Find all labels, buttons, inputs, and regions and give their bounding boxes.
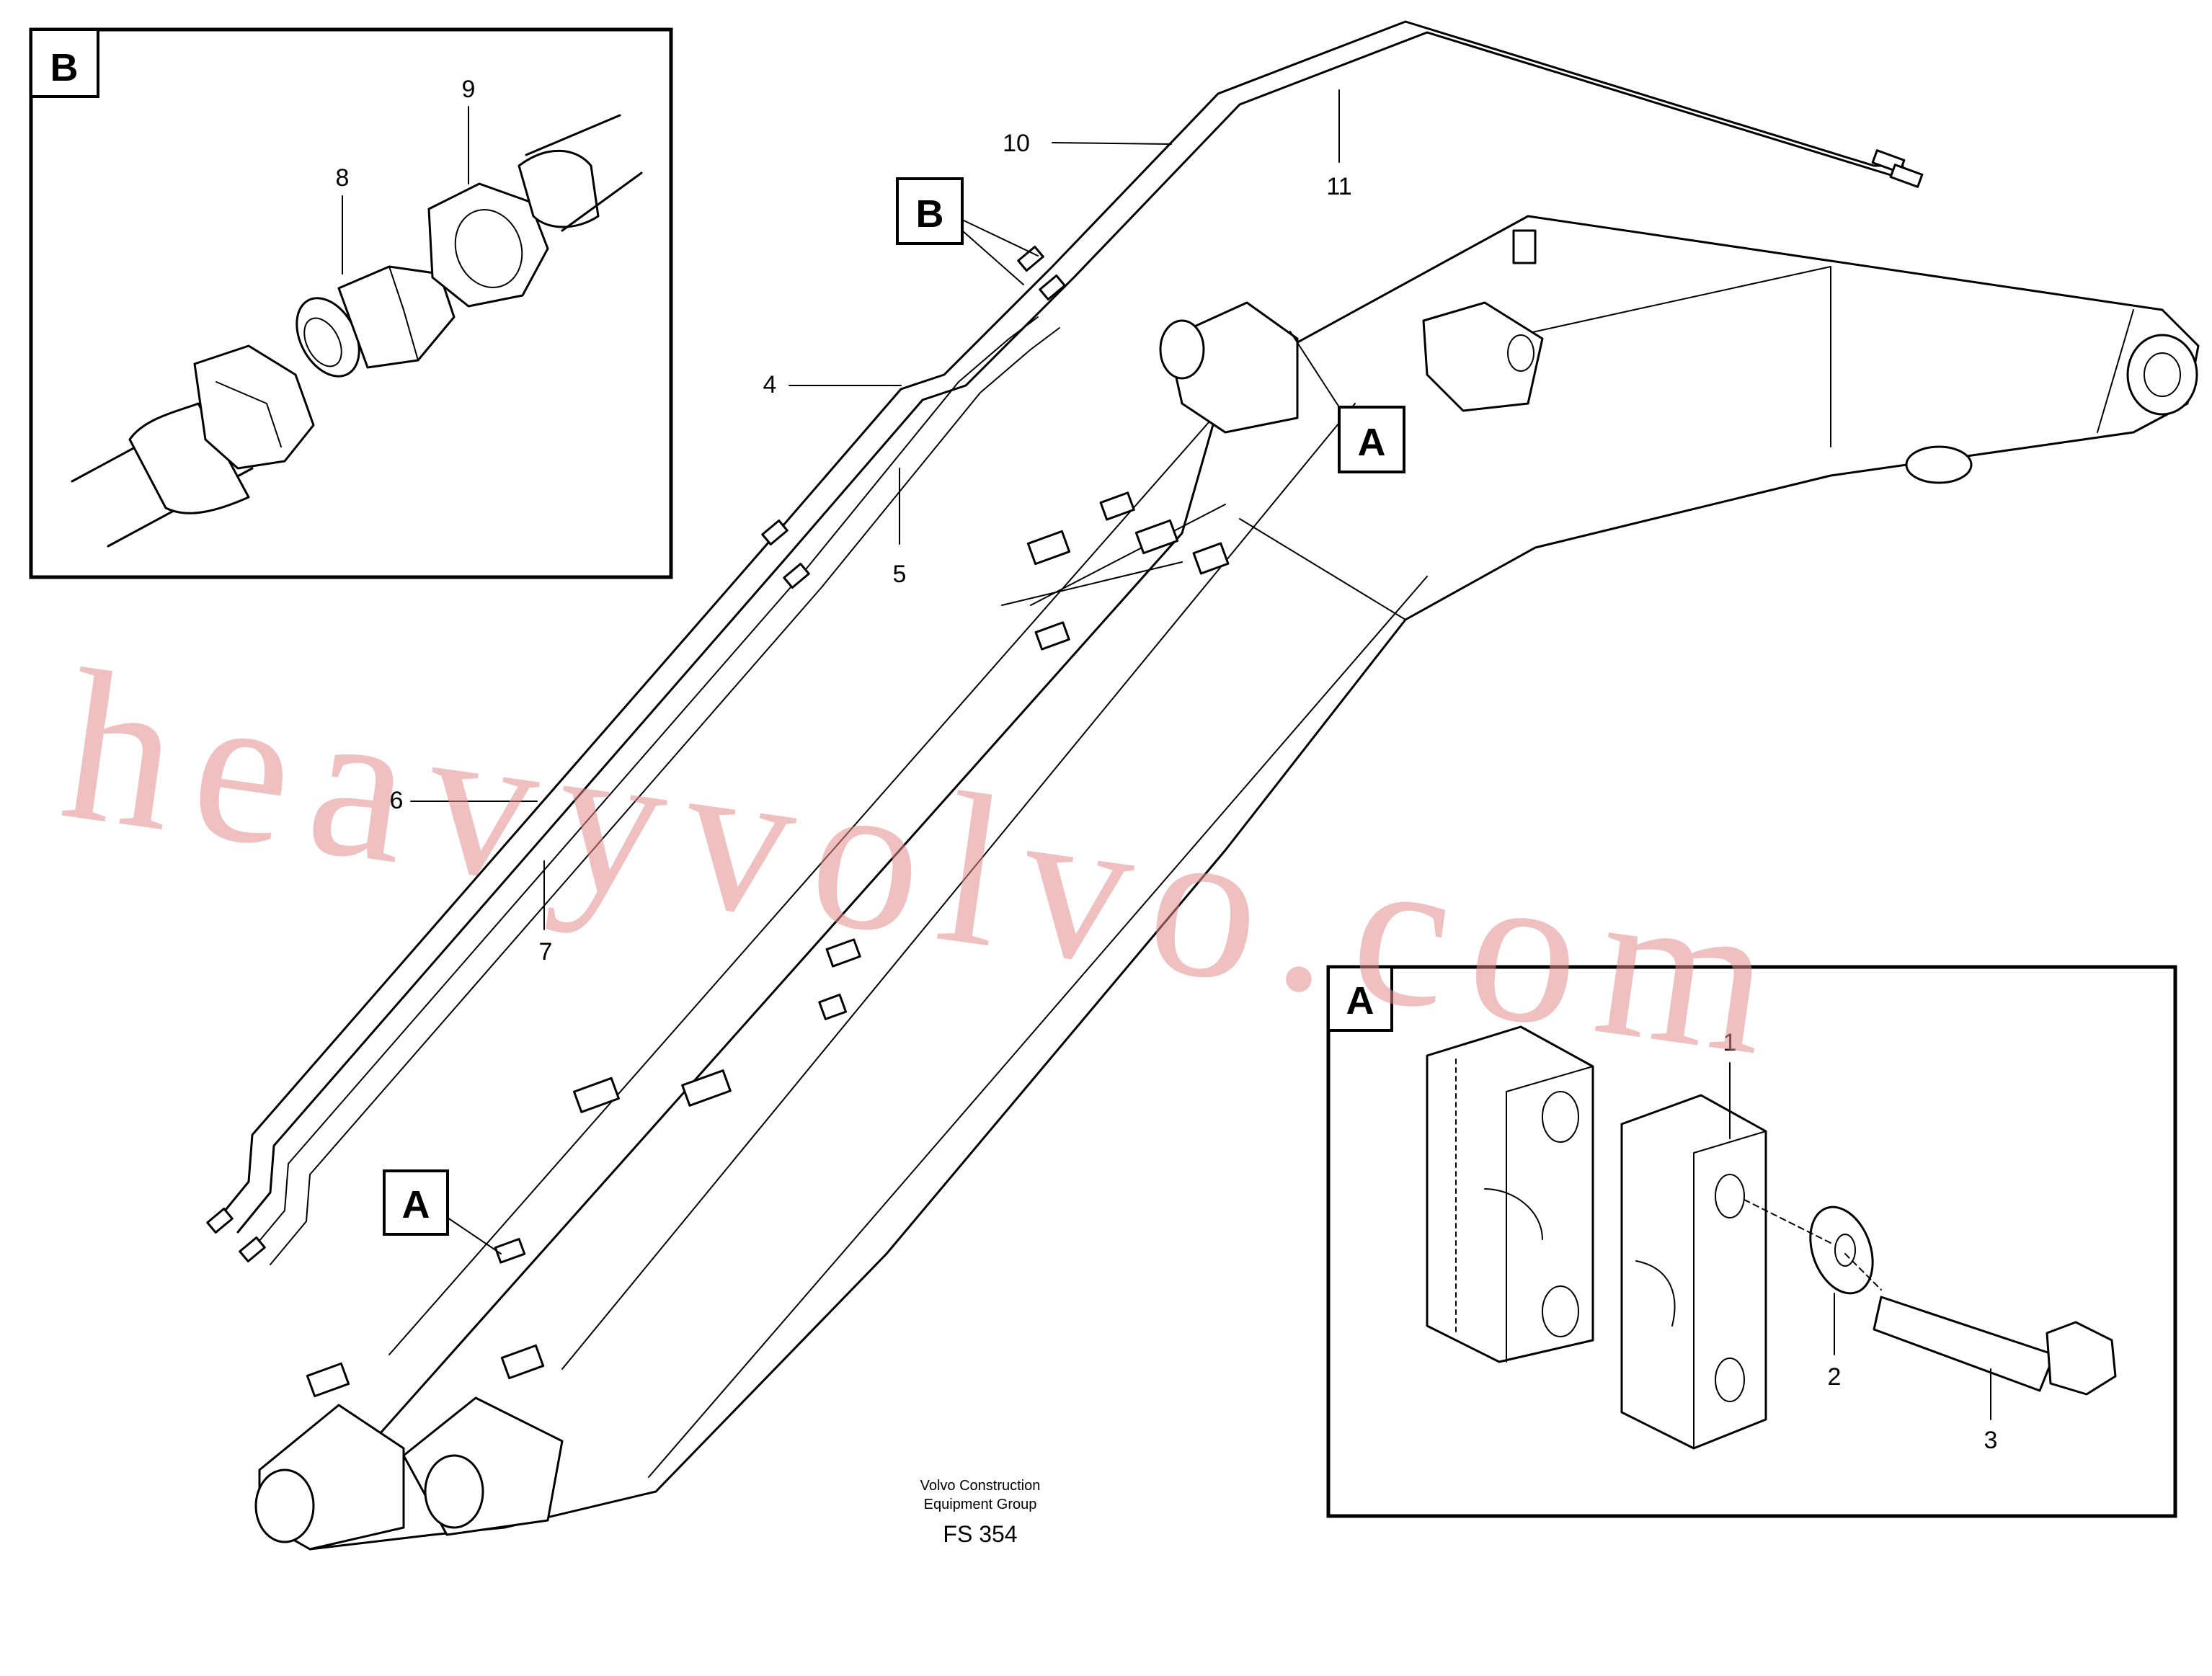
detail-a-panel: A 1 2 3 [1326, 965, 2177, 1518]
callout-8: 8 [336, 164, 350, 192]
callout-3: 3 [1984, 1427, 1998, 1454]
callout-9: 9 [462, 76, 476, 103]
footer-line-1: Volvo Construction [920, 1478, 1041, 1494]
detail-b-panel: B 8 9 [29, 27, 673, 579]
main-tag-a-lower: A [402, 1183, 430, 1226]
callout-6: 6 [390, 787, 404, 814]
detail-b-tag: B [50, 46, 79, 89]
drawing-footer: Volvo Construction Equipment Group FS 35… [920, 1478, 1041, 1547]
callout-1: 1 [1723, 1029, 1737, 1056]
callout-2: 2 [1828, 1363, 1842, 1391]
footer-line-2: Equipment Group [924, 1497, 1037, 1512]
detail-a-tag: A [1346, 979, 1374, 1022]
callout-7: 7 [539, 938, 553, 966]
callout-10: 10 [1003, 130, 1030, 157]
callout-4: 4 [763, 371, 777, 398]
footer-code: FS 354 [943, 1521, 1017, 1547]
callout-11: 11 [1326, 173, 1351, 200]
main-tag-a-upper: A [1358, 421, 1386, 464]
hydraulic-lines: 10 11 4 5 6 7 B A A [206, 20, 1924, 1265]
watermark: heavyvolvo.com [51, 624, 1805, 1103]
boom-assembly [254, 215, 2200, 1551]
main-tag-b: B [916, 192, 944, 236]
callout-5: 5 [893, 561, 907, 588]
